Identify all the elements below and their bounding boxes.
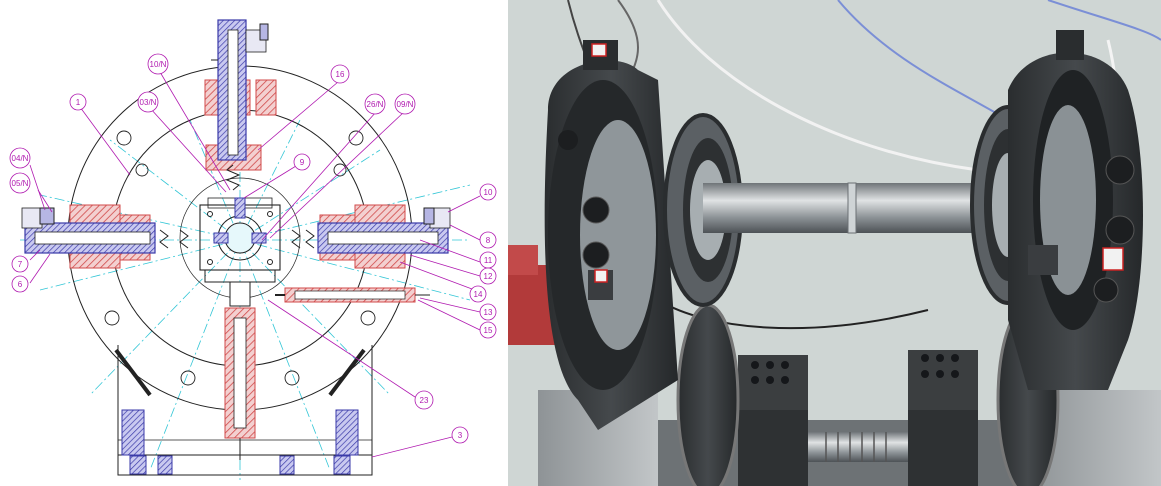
callout-text: 7: [18, 260, 23, 269]
callout-13: 13: [479, 303, 497, 321]
callout-text: 6: [18, 280, 23, 289]
callout-text: 8: [486, 236, 491, 245]
callout-text: 14: [474, 290, 483, 299]
callout-10n: 10/N: [147, 53, 169, 75]
callout-text: 1: [76, 98, 81, 107]
center-holder: [199, 197, 281, 307]
sensor-bar: [275, 287, 430, 303]
right-actuator: [291, 204, 451, 269]
callout-03n: 03/N: [137, 91, 159, 113]
top-actuator: [204, 19, 277, 191]
left-actuator: [21, 204, 189, 269]
callout-text: 10/N: [150, 60, 167, 69]
callout-26n: 26/N: [364, 93, 386, 115]
coupling: [808, 432, 908, 462]
callout-text: 23: [420, 396, 429, 405]
callout-text: 04/N: [12, 154, 29, 163]
callout-11: 11: [479, 251, 497, 269]
callout-9: 9: [293, 153, 311, 171]
shaft: [703, 183, 1023, 233]
callout-09n: 09/N: [394, 93, 416, 115]
callout-text: 12: [484, 272, 493, 281]
callout-7: 7: [11, 255, 29, 273]
callout-text: 09/N: [397, 100, 414, 109]
leader-lines: [29, 71, 481, 458]
callout-15: 15: [479, 321, 497, 339]
callout-text: 16: [336, 70, 345, 79]
callout-1: 1: [69, 93, 87, 111]
right-ring: [1008, 30, 1143, 390]
callout-04n: 04/N: [9, 147, 31, 169]
callout-text: 13: [484, 308, 493, 317]
left-ring: [544, 60, 678, 431]
callout-12: 12: [479, 267, 497, 285]
base-stand: [117, 345, 373, 476]
callout-14: 14: [469, 285, 487, 303]
callout-text: 9: [300, 158, 305, 167]
callout-text: 11: [484, 256, 493, 265]
pedestals: [738, 350, 978, 486]
callout-3: 3: [451, 426, 469, 444]
callout-text: 05/N: [12, 179, 29, 188]
callout-text: 3: [458, 431, 463, 440]
lower-wheels: [676, 303, 1060, 486]
callout-text: 26/N: [367, 100, 384, 109]
callout-6: 6: [11, 275, 29, 293]
bottom-actuator: [224, 307, 256, 460]
callout-23: 23: [414, 390, 434, 410]
technical-drawing: 1 10/N 03/N 16 26/N 09/N: [0, 0, 505, 486]
callout-text: 10: [484, 188, 493, 197]
drawing-svg: 1 10/N 03/N 16 26/N 09/N: [9, 19, 497, 480]
callout-text: 03/N: [140, 98, 157, 107]
base-hatched-blocks: [121, 409, 359, 475]
callout-10: 10: [479, 183, 497, 201]
test-rig-photo-icon: [508, 0, 1161, 486]
callout-16: 16: [330, 64, 350, 84]
test-rig-photo: [508, 0, 1161, 486]
callout-text: 15: [484, 326, 493, 335]
callout-8: 8: [479, 231, 497, 249]
diagonal-struts: [114, 348, 366, 397]
callout-05n: 05/N: [9, 172, 31, 194]
